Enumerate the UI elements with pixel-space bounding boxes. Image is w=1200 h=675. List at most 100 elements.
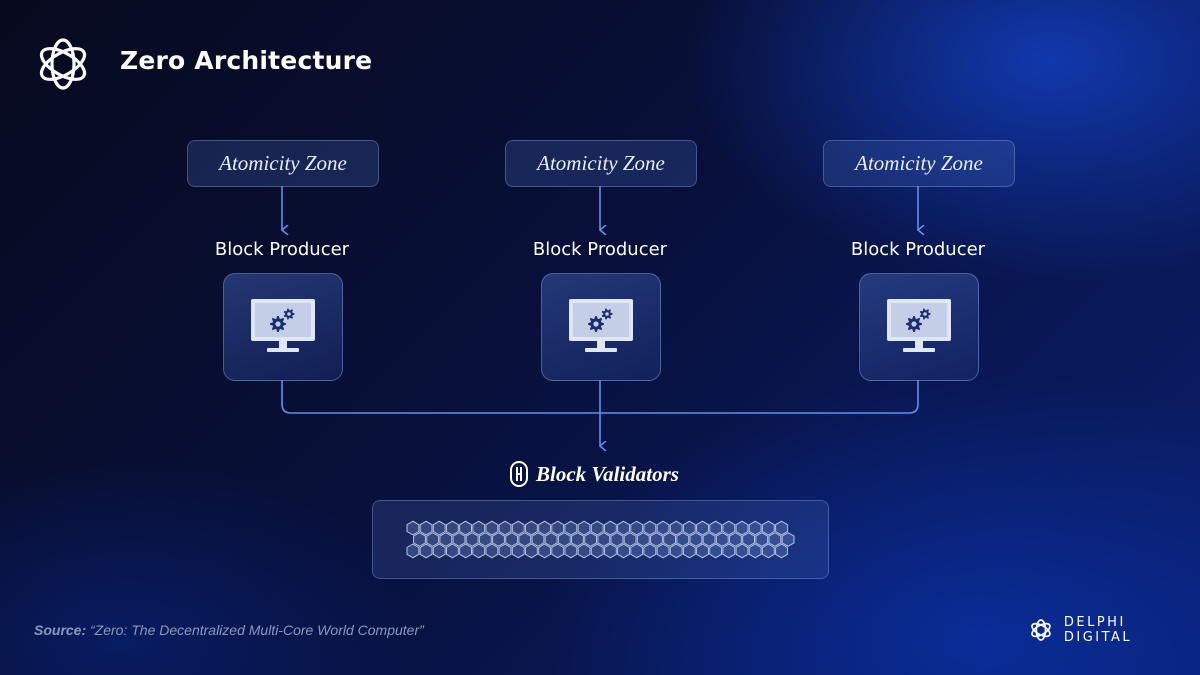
validator-hexagon: [696, 543, 709, 559]
validator-hexagon: [781, 532, 795, 547]
validator-hexagon: [603, 520, 617, 536]
validator-hexagon: [597, 532, 611, 547]
validator-hexagon: [755, 532, 769, 547]
validator-hexagon: [485, 543, 499, 559]
validator-hexagon: [413, 532, 426, 547]
validator-hexagon: [452, 532, 466, 547]
validator-hexagon: [768, 532, 782, 547]
validator-hexagon: [538, 543, 551, 559]
validator-hexagon: [722, 543, 736, 559]
validator-hexagon: [682, 520, 696, 536]
validator-hexagon: [669, 543, 683, 559]
validator-hexagon: [478, 532, 492, 547]
validator-hexagon: [775, 543, 788, 559]
validator-hexagon: [761, 520, 775, 536]
validator-hexagon: [643, 543, 657, 559]
validator-hexagon: [742, 532, 756, 547]
validator-hexagon: [715, 532, 729, 547]
validator-hexagon: [643, 520, 657, 536]
validator-hexagon: [656, 543, 670, 559]
validator-hexagon: [498, 543, 512, 559]
validator-hexagon: [656, 520, 670, 536]
validator-hexagon: [775, 520, 788, 536]
validator-hexagon: [590, 543, 604, 559]
validator-hexagon: [544, 532, 558, 547]
validator-hexagon: [603, 543, 617, 559]
validator-hexagon: [630, 543, 644, 559]
validator-hexagon: [623, 532, 637, 547]
validator-hexagon: [557, 532, 571, 547]
validator-hexagon: [709, 543, 723, 559]
validator-hexagon: [459, 520, 472, 536]
validator-hexagon: [617, 520, 630, 536]
validator-hexagon: [551, 520, 565, 536]
validator-hexagon: [419, 520, 433, 536]
validator-hexagon: [682, 543, 696, 559]
validator-hexagon: [748, 520, 762, 536]
validator-hexagon: [564, 543, 578, 559]
validator-hexagon: [531, 532, 545, 547]
block-validators-label: Block Validators: [536, 461, 679, 486]
source-citation: Source: “Zero: The Decentralized Multi-C…: [34, 622, 424, 638]
validator-hexagon: [729, 532, 742, 547]
validator-hexagon: [617, 543, 630, 559]
validator-hexagon: [577, 520, 591, 536]
validator-hexagon: [636, 532, 650, 547]
validator-hexagon: [689, 532, 703, 547]
block-validators-title: Block Validators: [510, 458, 679, 490]
monitor-gears-icon: [569, 299, 633, 352]
validator-hexagon: [511, 543, 525, 559]
validator-hexagon: [610, 532, 624, 547]
validator-hexagon: [735, 543, 749, 559]
validator-hexagon: [650, 532, 663, 547]
monitor-gears-icon: [251, 299, 315, 352]
validator-hexagon: [571, 532, 584, 547]
brand-name: DELPHI DIGITAL: [1063, 615, 1133, 645]
validator-hexagon: [564, 520, 578, 536]
validator-hexagon: [669, 520, 683, 536]
validator-hexagon: [406, 543, 420, 559]
validator-hexagon: [584, 532, 598, 547]
validator-hexagon: [419, 543, 433, 559]
validator-hexagon: [676, 532, 690, 547]
source-label: Source:: [34, 622, 87, 638]
validator-hexagon: [748, 543, 762, 559]
validator-hexagon: [498, 520, 512, 536]
validator-hexagon: [485, 520, 499, 536]
validator-hexagon: [406, 520, 420, 536]
validator-hexagon: [445, 520, 459, 536]
validator-hexagon: [432, 520, 446, 536]
validator-hexagon: [459, 543, 472, 559]
validator-hexagon: [492, 532, 505, 547]
validator-hexagon: [524, 543, 538, 559]
validator-hexagon: [722, 520, 736, 536]
block-producer-label-1: Block Producer: [214, 239, 350, 260]
validator-hexagon: [432, 543, 446, 559]
brand-footer: DELPHI DIGITAL: [1028, 615, 1200, 645]
validator-hexagon: [630, 520, 644, 536]
validator-hexagon: [538, 520, 551, 536]
monitor-gears-icon: [887, 299, 951, 352]
validator-hexagon: [577, 543, 591, 559]
validator-hexagon: [426, 532, 440, 547]
validator-hexagon: [524, 520, 538, 536]
validator-hexagon: [702, 532, 716, 547]
validators-panel: [372, 500, 829, 579]
hexagon-grid: [406, 520, 795, 559]
validator-hexagon: [465, 532, 479, 547]
validator-hexagon: [696, 520, 709, 536]
atomicity-zone-2: Atomicity Zone: [505, 140, 697, 187]
validator-hexagon: [761, 543, 775, 559]
atomicity-zone-3: Atomicity Zone: [823, 140, 1015, 187]
validator-hexagon: [445, 543, 459, 559]
validator-hexagon: [709, 520, 723, 536]
validator-hexagon: [663, 532, 677, 547]
validator-hexagon: [439, 532, 453, 547]
block-producer-box-2: [541, 273, 661, 381]
brand-logo-icon: [39, 38, 87, 90]
block-producer-box-1: [223, 273, 343, 381]
validator-hexagon: [511, 520, 525, 536]
source-text: “Zero: The Decentralized Multi-Core Worl…: [90, 622, 424, 638]
validator-hexagon: [472, 543, 486, 559]
